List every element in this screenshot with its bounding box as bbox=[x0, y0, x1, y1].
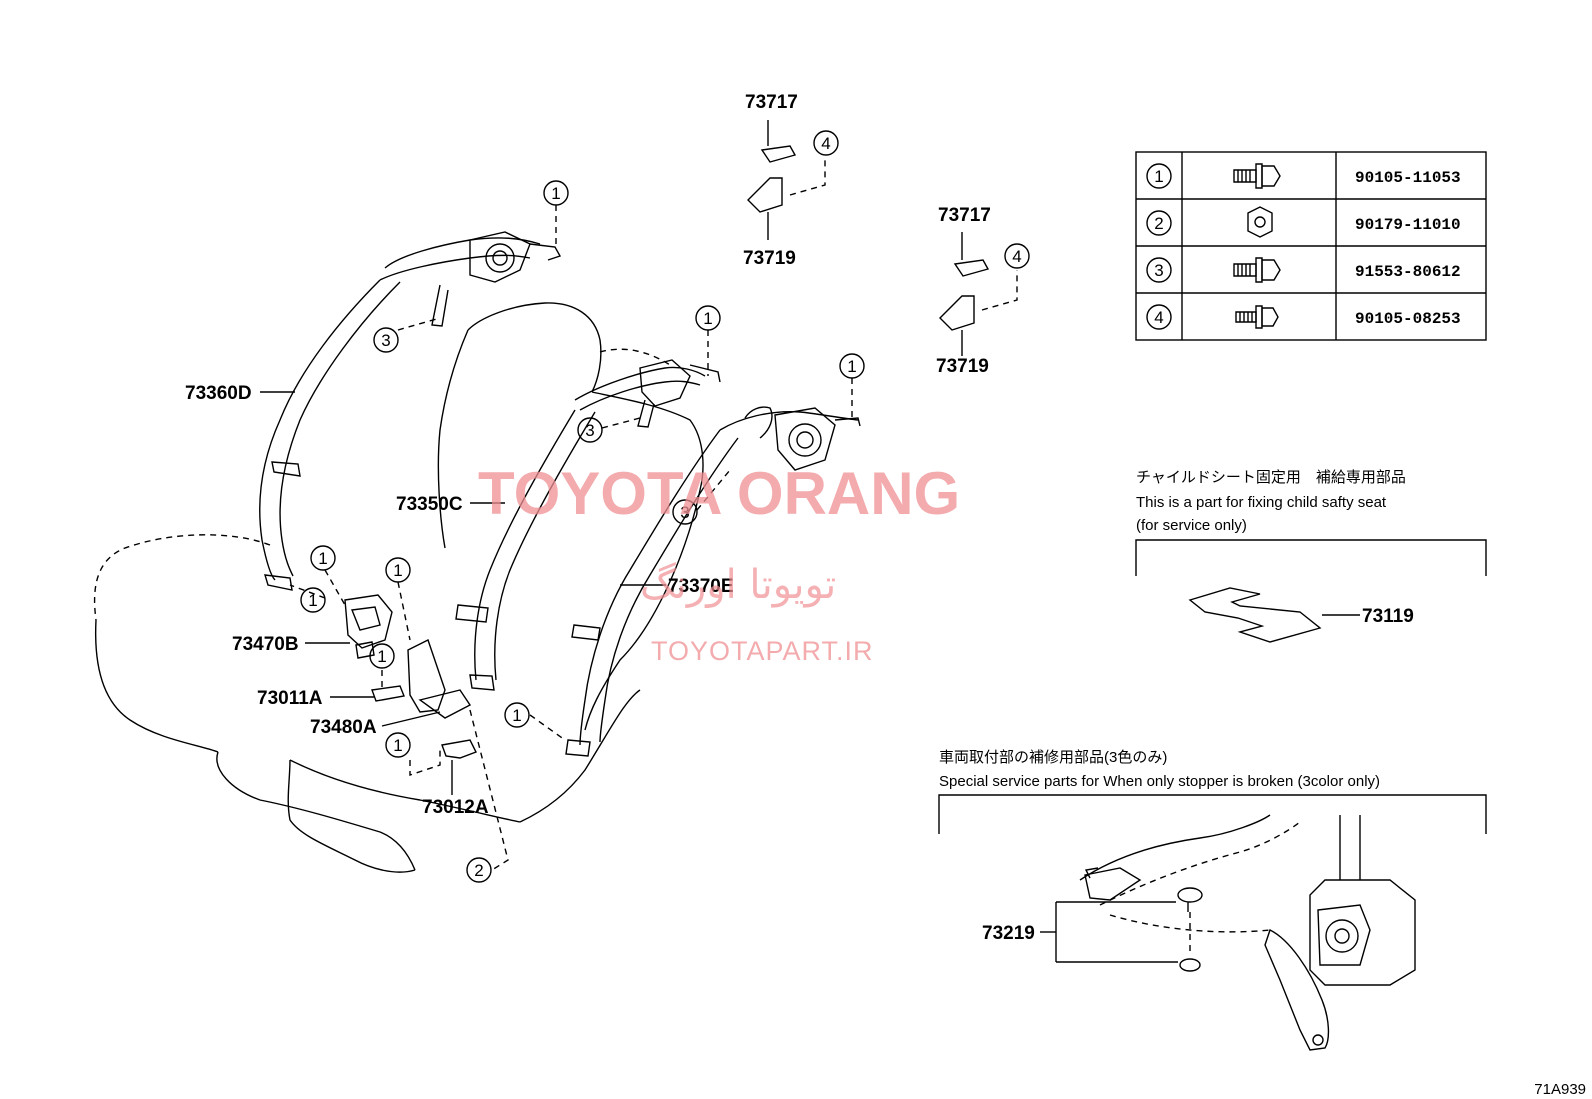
svg-text:3: 3 bbox=[680, 503, 689, 522]
svg-text:4: 4 bbox=[821, 134, 830, 153]
watermark-persian: تویوتا اورنگ bbox=[640, 562, 836, 608]
diagram-code: 71A939 bbox=[1534, 1081, 1586, 1098]
callout-1: 1 bbox=[543, 180, 569, 206]
svg-text:3: 3 bbox=[381, 331, 390, 350]
label-73360d: 73360D bbox=[185, 383, 252, 404]
child-seat-note-en2: (for service only) bbox=[1136, 517, 1247, 534]
svg-text:1: 1 bbox=[308, 591, 317, 610]
rear-seat-outline bbox=[93, 302, 704, 873]
table-part-number: 90179-11010 bbox=[1355, 216, 1461, 234]
label-73119: 73119 bbox=[1362, 606, 1414, 627]
table-callout: 2 bbox=[1154, 214, 1163, 233]
label-73011a: 73011A bbox=[257, 688, 323, 709]
stopper-belt-detail bbox=[1079, 814, 1416, 1051]
flange-bolt-icon bbox=[1235, 305, 1279, 329]
table-row: 1 90105-11053 bbox=[1146, 163, 1461, 189]
callout-3: 3 bbox=[373, 327, 399, 353]
table-callout: 4 bbox=[1154, 308, 1163, 327]
svg-text:2: 2 bbox=[474, 861, 483, 880]
seat-belt-73360d bbox=[259, 231, 562, 591]
bracket-73717-73719-right bbox=[939, 232, 1018, 356]
table-row: 4 90105-08253 bbox=[1146, 304, 1461, 330]
label-73012a: 73012A bbox=[422, 797, 489, 818]
label-73350c: 73350C bbox=[396, 494, 463, 515]
watermark: TOYOTA ORANG تویوتا اورنگ TOYOTAPART.IR bbox=[478, 460, 960, 666]
callout-3: 3 bbox=[672, 499, 698, 525]
label-73717a: 73717 bbox=[745, 92, 798, 113]
buckle-73470b bbox=[344, 594, 393, 659]
callout-1: 1 bbox=[385, 732, 411, 758]
callout-circles: 1 4 4 3 1 1 3 3 1 1 1 1 1 1 2 bbox=[300, 130, 1030, 883]
table-callout: 1 bbox=[1154, 167, 1163, 186]
label-73219: 73219 bbox=[982, 923, 1035, 944]
callout-3: 3 bbox=[577, 417, 603, 443]
stopper-note-jp: 車両取付部の補修用部品(3色のみ) bbox=[939, 749, 1167, 766]
svg-text:1: 1 bbox=[551, 184, 560, 203]
svg-text:1: 1 bbox=[393, 561, 402, 580]
label-73470b: 73470B bbox=[232, 634, 299, 655]
stopper-section: 車両取付部の補修用部品(3色のみ) Special service parts … bbox=[938, 749, 1487, 1051]
svg-text:1: 1 bbox=[847, 357, 856, 376]
fastener-table: 1 90105-11053 2 90179-11010 3 bbox=[1135, 151, 1487, 341]
table-part-number: 90105-08253 bbox=[1355, 310, 1461, 328]
part-labels: 73717 73719 73717 73719 73360D 73350C 73… bbox=[185, 92, 991, 818]
callout-4: 4 bbox=[813, 130, 839, 156]
fastener-leader-lines bbox=[289, 205, 853, 871]
label-73480a: 73480A bbox=[310, 717, 377, 738]
child-seat-anchor-plate bbox=[1188, 587, 1322, 643]
svg-text:4: 4 bbox=[1012, 247, 1021, 266]
label-73370e: 73370E bbox=[668, 576, 734, 597]
svg-text:1: 1 bbox=[393, 736, 402, 755]
table-part-number: 90105-11053 bbox=[1355, 169, 1461, 187]
label-73719a: 73719 bbox=[743, 248, 796, 269]
child-seat-section: チャイルドシート固定用 補給専用部品 This is a part for fi… bbox=[1135, 469, 1487, 643]
svg-text:1: 1 bbox=[377, 647, 386, 666]
callout-2: 2 bbox=[466, 857, 492, 883]
seat-belt-73350c bbox=[455, 359, 721, 691]
watermark-site: TOYOTAPART.IR bbox=[651, 636, 874, 666]
callout-1: 1 bbox=[385, 557, 411, 583]
callout-4: 4 bbox=[1004, 243, 1030, 269]
flange-bolt-icon bbox=[1233, 257, 1281, 283]
flange-bolt-icon bbox=[1233, 163, 1281, 189]
callout-1: 1 bbox=[504, 702, 530, 728]
bracket-73717-73719-left bbox=[747, 120, 826, 240]
nut-icon bbox=[1247, 206, 1273, 238]
seat-belt-73370e bbox=[565, 406, 861, 757]
child-seat-note-jp: チャイルドシート固定用 補給専用部品 bbox=[1136, 469, 1406, 486]
watermark-brand: TOYOTA ORANG bbox=[478, 460, 960, 527]
anchor-73011a bbox=[371, 685, 405, 702]
table-row: 2 90179-11010 bbox=[1146, 206, 1461, 238]
svg-text:3: 3 bbox=[585, 421, 594, 440]
table-callout: 3 bbox=[1154, 261, 1163, 280]
svg-text:1: 1 bbox=[703, 309, 712, 328]
svg-text:1: 1 bbox=[318, 549, 327, 568]
callout-1: 1 bbox=[300, 587, 326, 613]
callout-1: 1 bbox=[839, 353, 865, 379]
stopper-note-en: Special service parts for When only stop… bbox=[939, 773, 1380, 790]
table-row: 3 91553-80612 bbox=[1146, 257, 1461, 283]
anchor-73012a bbox=[441, 739, 477, 759]
callout-1: 1 bbox=[369, 643, 395, 669]
callout-1: 1 bbox=[695, 305, 721, 331]
table-part-number: 91553-80612 bbox=[1355, 263, 1461, 281]
child-seat-note-en1: This is a part for fixing child safty se… bbox=[1136, 494, 1387, 511]
label-73719b: 73719 bbox=[936, 356, 989, 377]
svg-text:1: 1 bbox=[512, 706, 521, 725]
callout-1: 1 bbox=[310, 545, 336, 571]
label-73717b: 73717 bbox=[938, 205, 991, 226]
buckle-73480a bbox=[407, 639, 472, 719]
